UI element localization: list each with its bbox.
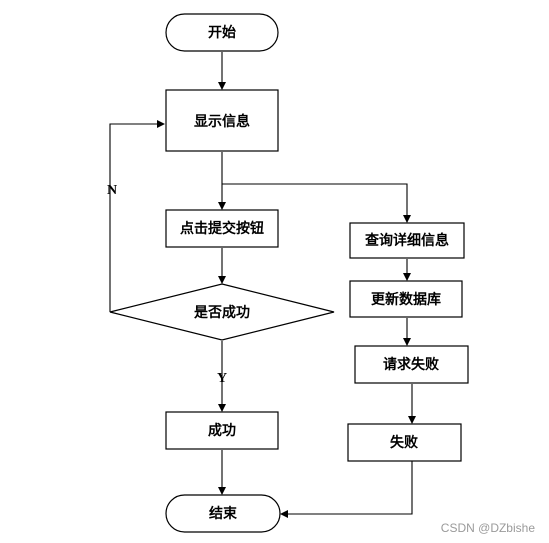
- edge-fail-to-end: [280, 461, 413, 518]
- edge-show-info-to-query-detail: [222, 183, 411, 223]
- fail-box: [347, 423, 462, 462]
- fail-label: 失败: [390, 434, 419, 451]
- end-label: 结束: [209, 505, 238, 522]
- watermark-text: CSDN @DZbishe: [440, 521, 535, 535]
- node-query-detail: 查询详细信息: [349, 222, 465, 259]
- node-update-db: 更新数据库: [349, 280, 463, 318]
- show-info-label: 显示信息: [194, 113, 250, 130]
- edge-label-yes: Y: [217, 371, 227, 386]
- edges: [109, 52, 416, 518]
- query-detail-box: [349, 222, 465, 259]
- node-show-info: 显示信息: [165, 89, 279, 152]
- decision-label: 是否成功: [194, 304, 250, 321]
- show-info-box: [165, 89, 279, 152]
- decision-diamond-shape: [109, 283, 335, 341]
- node-decision: 是否成功: [109, 283, 335, 341]
- edge-label-no: N: [107, 183, 117, 198]
- request-failed-box: [354, 345, 469, 384]
- start-label: 开始: [208, 24, 236, 41]
- success-label: 成功: [208, 422, 236, 439]
- edge-decision-no-loop: [109, 120, 165, 312]
- query-detail-label: 查询详细信息: [365, 232, 449, 249]
- end-terminal-shape: [165, 494, 281, 533]
- update-db-box: [349, 280, 463, 318]
- click-submit-box: [165, 209, 279, 248]
- node-start: 开始: [165, 13, 279, 52]
- request-failed-label: 请求失败: [383, 356, 440, 373]
- start-terminal-shape: [165, 13, 279, 52]
- node-click-submit: 点击提交按钮: [165, 209, 279, 248]
- node-end: 结束: [165, 494, 281, 533]
- node-request-failed: 请求失败: [354, 345, 469, 384]
- success-box: [165, 411, 279, 450]
- node-success: 成功: [165, 411, 279, 450]
- node-fail: 失败: [347, 423, 462, 462]
- update-db-label: 更新数据库: [371, 291, 441, 308]
- click-submit-label: 点击提交按钮: [180, 220, 264, 237]
